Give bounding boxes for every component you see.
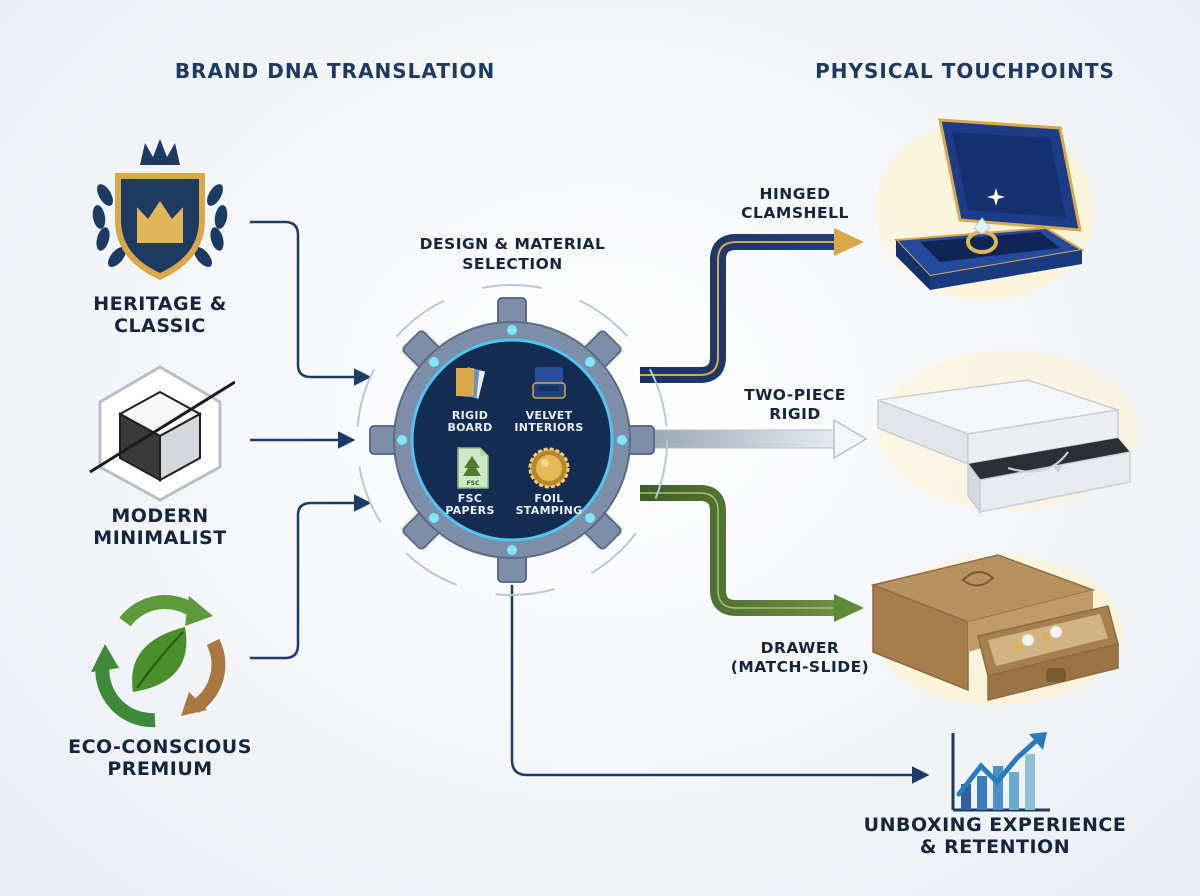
touchpoint-drawer-line2: (MATCH-SLIDE) bbox=[730, 658, 870, 676]
velvet-box-icon bbox=[532, 367, 566, 399]
touchpoint-two-piece-line2: RIGID bbox=[769, 405, 821, 423]
crown-shield-icon bbox=[92, 139, 228, 280]
fsc-paper-icon: FSC bbox=[457, 447, 489, 489]
connector-eco bbox=[250, 494, 372, 660]
material-velvet-line1: VELVET bbox=[525, 409, 573, 422]
recycle-leaf-icon bbox=[91, 595, 226, 728]
outcome-line1: UNBOXING EXPERIENCE bbox=[863, 814, 1127, 836]
growth-chart-icon bbox=[951, 732, 1050, 812]
label-eco-line2: PREMIUM bbox=[107, 758, 213, 780]
gear-icon bbox=[356, 284, 668, 596]
two-piece-box-icon bbox=[877, 350, 1138, 515]
flow-two-piece bbox=[649, 429, 837, 449]
label-modern-line2: MINIMALIST bbox=[93, 527, 227, 549]
svg-text:FSC: FSC bbox=[467, 480, 480, 487]
material-velvet-line2: INTERIORS bbox=[514, 421, 584, 434]
material-rigid-line1: RIGID bbox=[451, 409, 489, 422]
arrowhead-drawer bbox=[834, 594, 864, 622]
foil-seal-icon bbox=[528, 447, 570, 489]
kraft-drawer-box-icon bbox=[870, 554, 1123, 705]
material-rigid-line2: BOARD bbox=[447, 421, 493, 434]
arrowhead-clamshell bbox=[834, 228, 864, 256]
cube-icon bbox=[89, 365, 235, 502]
touchpoint-clamshell-line1: HINGED bbox=[759, 185, 831, 203]
arrowhead-two-piece bbox=[833, 418, 868, 460]
connector-heritage bbox=[250, 220, 372, 386]
material-fsc-line1: FSC bbox=[457, 492, 483, 505]
label-heritage-line2: CLASSIC bbox=[114, 315, 206, 337]
header-brand-dna: BRAND DNA TRANSLATION bbox=[174, 59, 496, 83]
touchpoint-drawer-line1: DRAWER bbox=[760, 639, 840, 657]
material-foil-line2: STAMPING bbox=[515, 504, 583, 517]
touchpoint-clamshell-line2: CLAMSHELL bbox=[741, 204, 849, 222]
touchpoint-two-piece-line1: TWO-PIECE bbox=[744, 386, 846, 404]
board-sheets-icon bbox=[456, 367, 486, 399]
outcome-line2: & RETENTION bbox=[919, 836, 1071, 858]
connector-outcome bbox=[510, 585, 930, 784]
label-modern-line1: MODERN bbox=[111, 505, 209, 527]
header-touchpoints: PHYSICAL TOUCHPOINTS bbox=[815, 59, 1115, 83]
clamshell-ring-box-icon bbox=[875, 118, 1095, 300]
label-heritage-line1: HERITAGE & bbox=[93, 293, 227, 315]
material-foil-line1: FOIL bbox=[534, 492, 564, 505]
center-title-line2: SELECTION bbox=[462, 255, 563, 273]
center-title-line1: DESIGN & MATERIAL bbox=[419, 235, 606, 253]
label-eco-line1: ECO-CONSCIOUS bbox=[68, 736, 252, 758]
material-fsc-line2: PAPERS bbox=[445, 504, 495, 517]
